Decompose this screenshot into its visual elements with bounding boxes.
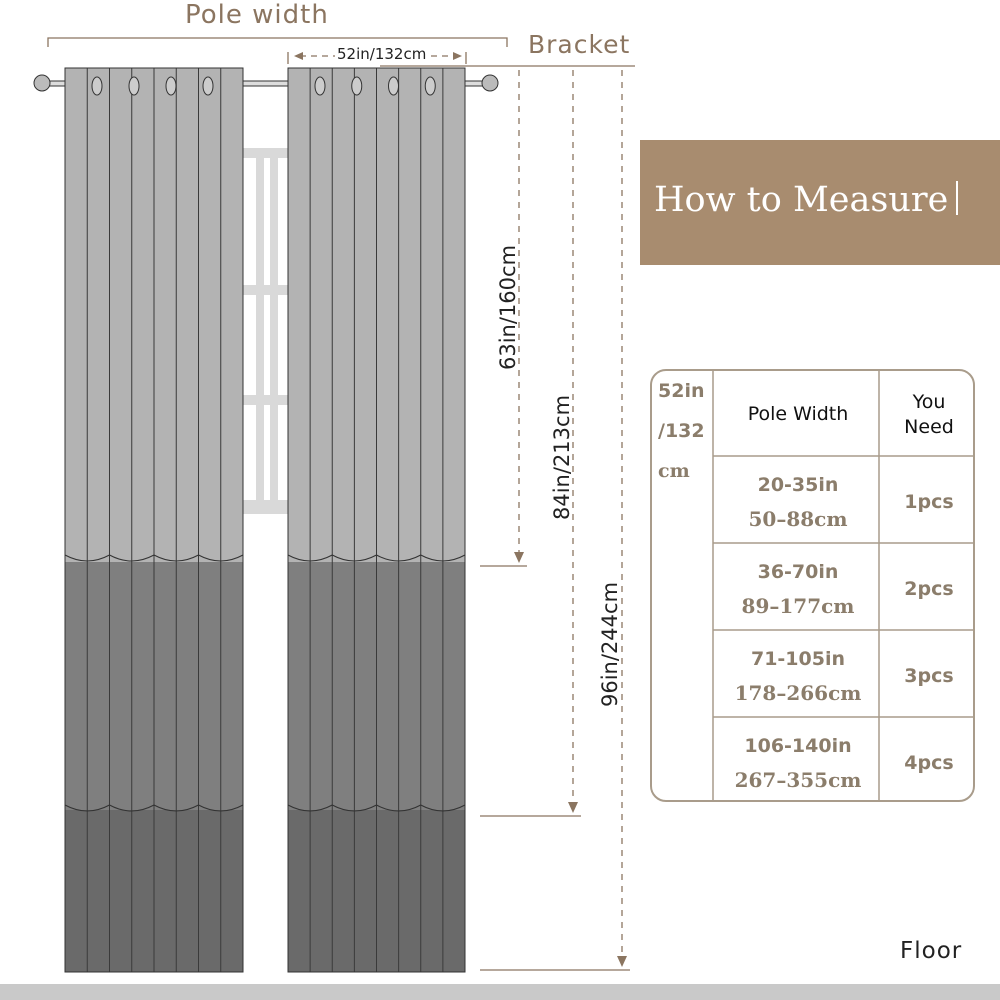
table-row-pole-width: 71-105in 178–266cm	[715, 632, 881, 719]
title: How to Measure	[654, 180, 949, 220]
floor-band	[0, 984, 1000, 1000]
curtain-seam	[287, 554, 466, 562]
header-you-need: You Need	[904, 390, 954, 438]
side-label-line: /132	[658, 420, 705, 442]
size-table: 52in /132 cm Pole Width You Need 20-35in…	[650, 369, 975, 802]
length-84-label: 84in/213cm	[550, 394, 574, 520]
curtain-seam	[64, 804, 244, 812]
grommet	[128, 76, 140, 96]
curtain-seam	[287, 804, 466, 812]
header-pole-width: Pole Width	[747, 403, 849, 425]
grommet	[424, 76, 436, 96]
table-row-quantity: 3pcs	[904, 664, 954, 687]
pole-width-inches: 36-70in	[757, 560, 839, 583]
table-row-quantity: 1pcs	[904, 490, 954, 513]
grommet	[202, 76, 214, 96]
pole-width-cm: 178–266cm	[734, 680, 862, 705]
pole-width-cm: 267–355cm	[734, 767, 862, 792]
grommet	[165, 76, 177, 96]
dimension-lines	[47, 37, 635, 971]
table-row-pole-width: 20-35in 50–88cm	[715, 458, 881, 545]
curtain-panel-outline	[64, 67, 244, 973]
panel-width-label: 52in/132cm	[335, 45, 429, 63]
curtain-panel-outline	[287, 67, 466, 973]
pole-width-cm: 50–88cm	[748, 506, 848, 531]
table-row-quantity: 2pcs	[904, 577, 954, 600]
bracket-label: Bracket	[528, 30, 631, 59]
table-row-pole-width: 106-140in 267–355cm	[715, 719, 881, 806]
pole-width-label: Pole width	[185, 0, 329, 30]
side-label-line: cm	[658, 460, 690, 482]
table-row-quantity: 4pcs	[904, 751, 954, 774]
grommet	[388, 76, 399, 96]
grommet	[314, 76, 326, 96]
curtain-width-cell: 52in /132 cm	[652, 371, 715, 804]
grommet	[91, 76, 103, 96]
pole-width-inches: 71-105in	[750, 647, 846, 670]
curtain-seam	[64, 554, 244, 562]
table-grid	[712, 369, 975, 802]
pole-width-inches: 106-140in	[744, 734, 852, 757]
length-63-label: 63in/160cm	[496, 244, 520, 370]
pole-width-cm: 89–177cm	[741, 593, 855, 618]
curtain-pole	[33, 74, 499, 92]
grommet	[351, 76, 363, 96]
floor-label: Floor	[900, 938, 963, 964]
window-frame	[243, 148, 288, 514]
side-label-line: 52in	[658, 380, 705, 402]
title-text: How to Measure	[654, 180, 959, 220]
arrowheads	[294, 52, 627, 967]
title-banner: How to Measure	[640, 140, 1000, 265]
length-96-label: 96in/244cm	[598, 581, 622, 707]
pole-width-inches: 20-35in	[757, 473, 839, 496]
table-row-pole-width: 36-70in 89–177cm	[715, 545, 881, 632]
title-bar	[956, 181, 959, 215]
